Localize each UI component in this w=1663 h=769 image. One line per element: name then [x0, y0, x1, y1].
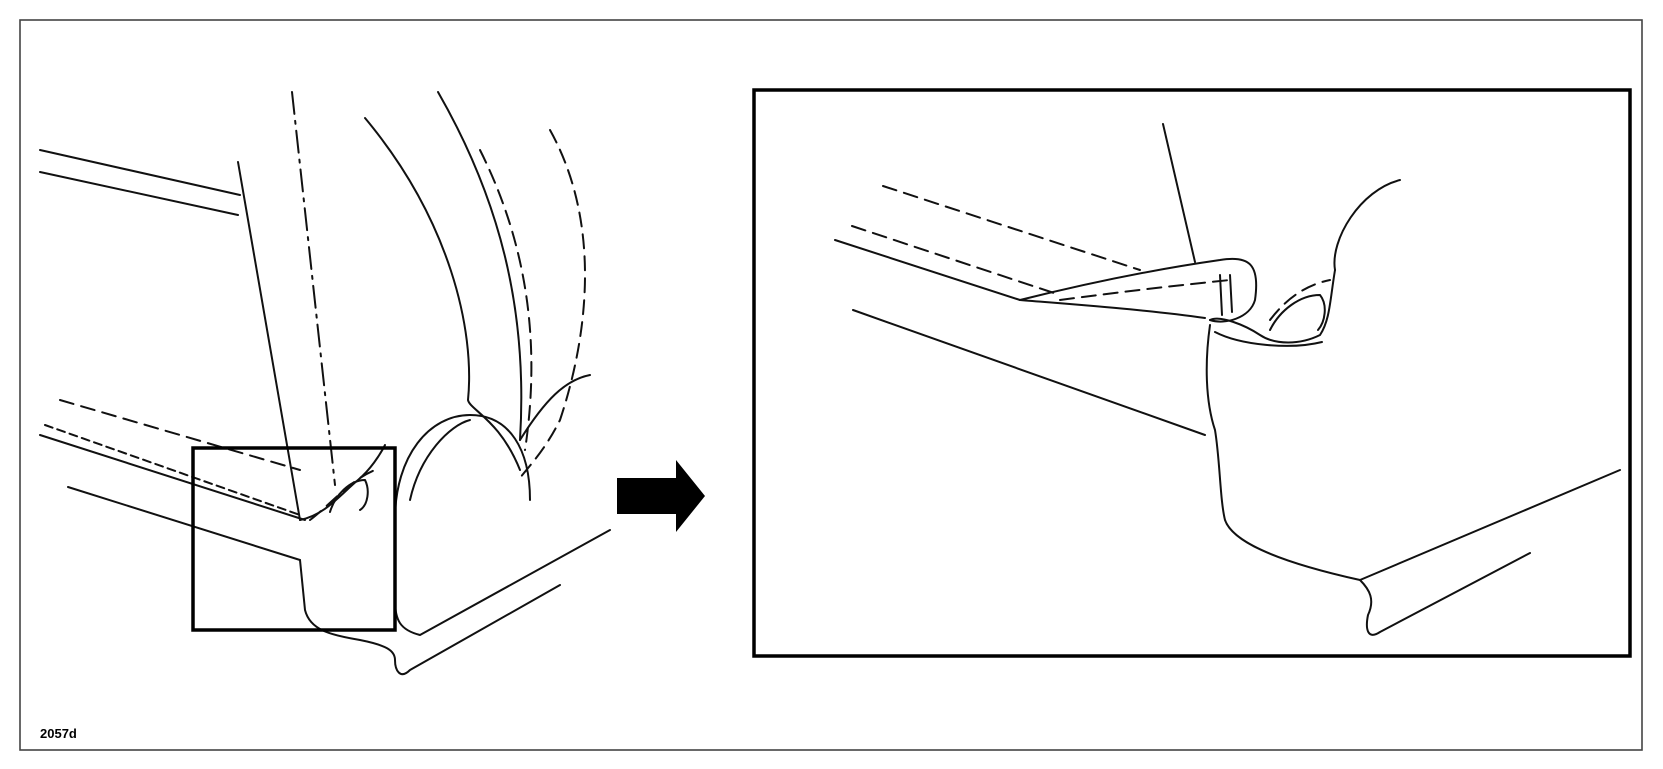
centerline [291, 91, 336, 486]
side-shield [394, 414, 531, 521]
base-plate [299, 559, 561, 676]
figure-id-label: 2057d [40, 726, 77, 741]
detail-region-box [191, 446, 397, 632]
hidden-edge [44, 424, 301, 516]
hidden-edge [851, 225, 1061, 296]
trim-flap [1019, 257, 1258, 323]
trim-flap [1019, 299, 1206, 319]
seatback-curve [519, 374, 591, 441]
support-post-line [237, 161, 301, 521]
cushion-edge-line [39, 149, 241, 196]
hidden-edge [1059, 279, 1231, 301]
shield-top [1333, 179, 1401, 271]
trim-fold [1229, 274, 1233, 313]
hidden-edge [59, 399, 301, 471]
side-shield [1205, 324, 1621, 581]
seatback-curve [364, 117, 521, 471]
seatback-curve [437, 91, 523, 441]
base-plate [1359, 552, 1531, 636]
shield-top [1209, 269, 1336, 344]
base-line [67, 486, 301, 561]
hidden-edge [309, 469, 376, 521]
shield-inner [409, 419, 471, 501]
cushion-edge-line [39, 171, 239, 216]
hidden-edge [882, 185, 1141, 271]
trim-fold [1219, 274, 1223, 316]
seatback-hidden-curve [479, 149, 533, 451]
trim-loop [329, 479, 369, 513]
seatback-hidden-curve [519, 129, 586, 479]
cushion-edge-line [834, 239, 1021, 301]
overview-view [39, 91, 611, 676]
base-line [39, 434, 306, 521]
trim-edge [299, 444, 386, 521]
cushion-edge-line [852, 309, 1206, 436]
right-arrow-icon [617, 460, 705, 532]
shield-inner [1269, 294, 1326, 331]
figure-border [19, 19, 1643, 751]
support-post-line [1162, 123, 1196, 263]
hidden-edge [1269, 279, 1331, 321]
detail-view [752, 88, 1632, 658]
shield-inner [1214, 331, 1323, 347]
detail-frame [752, 88, 1632, 658]
